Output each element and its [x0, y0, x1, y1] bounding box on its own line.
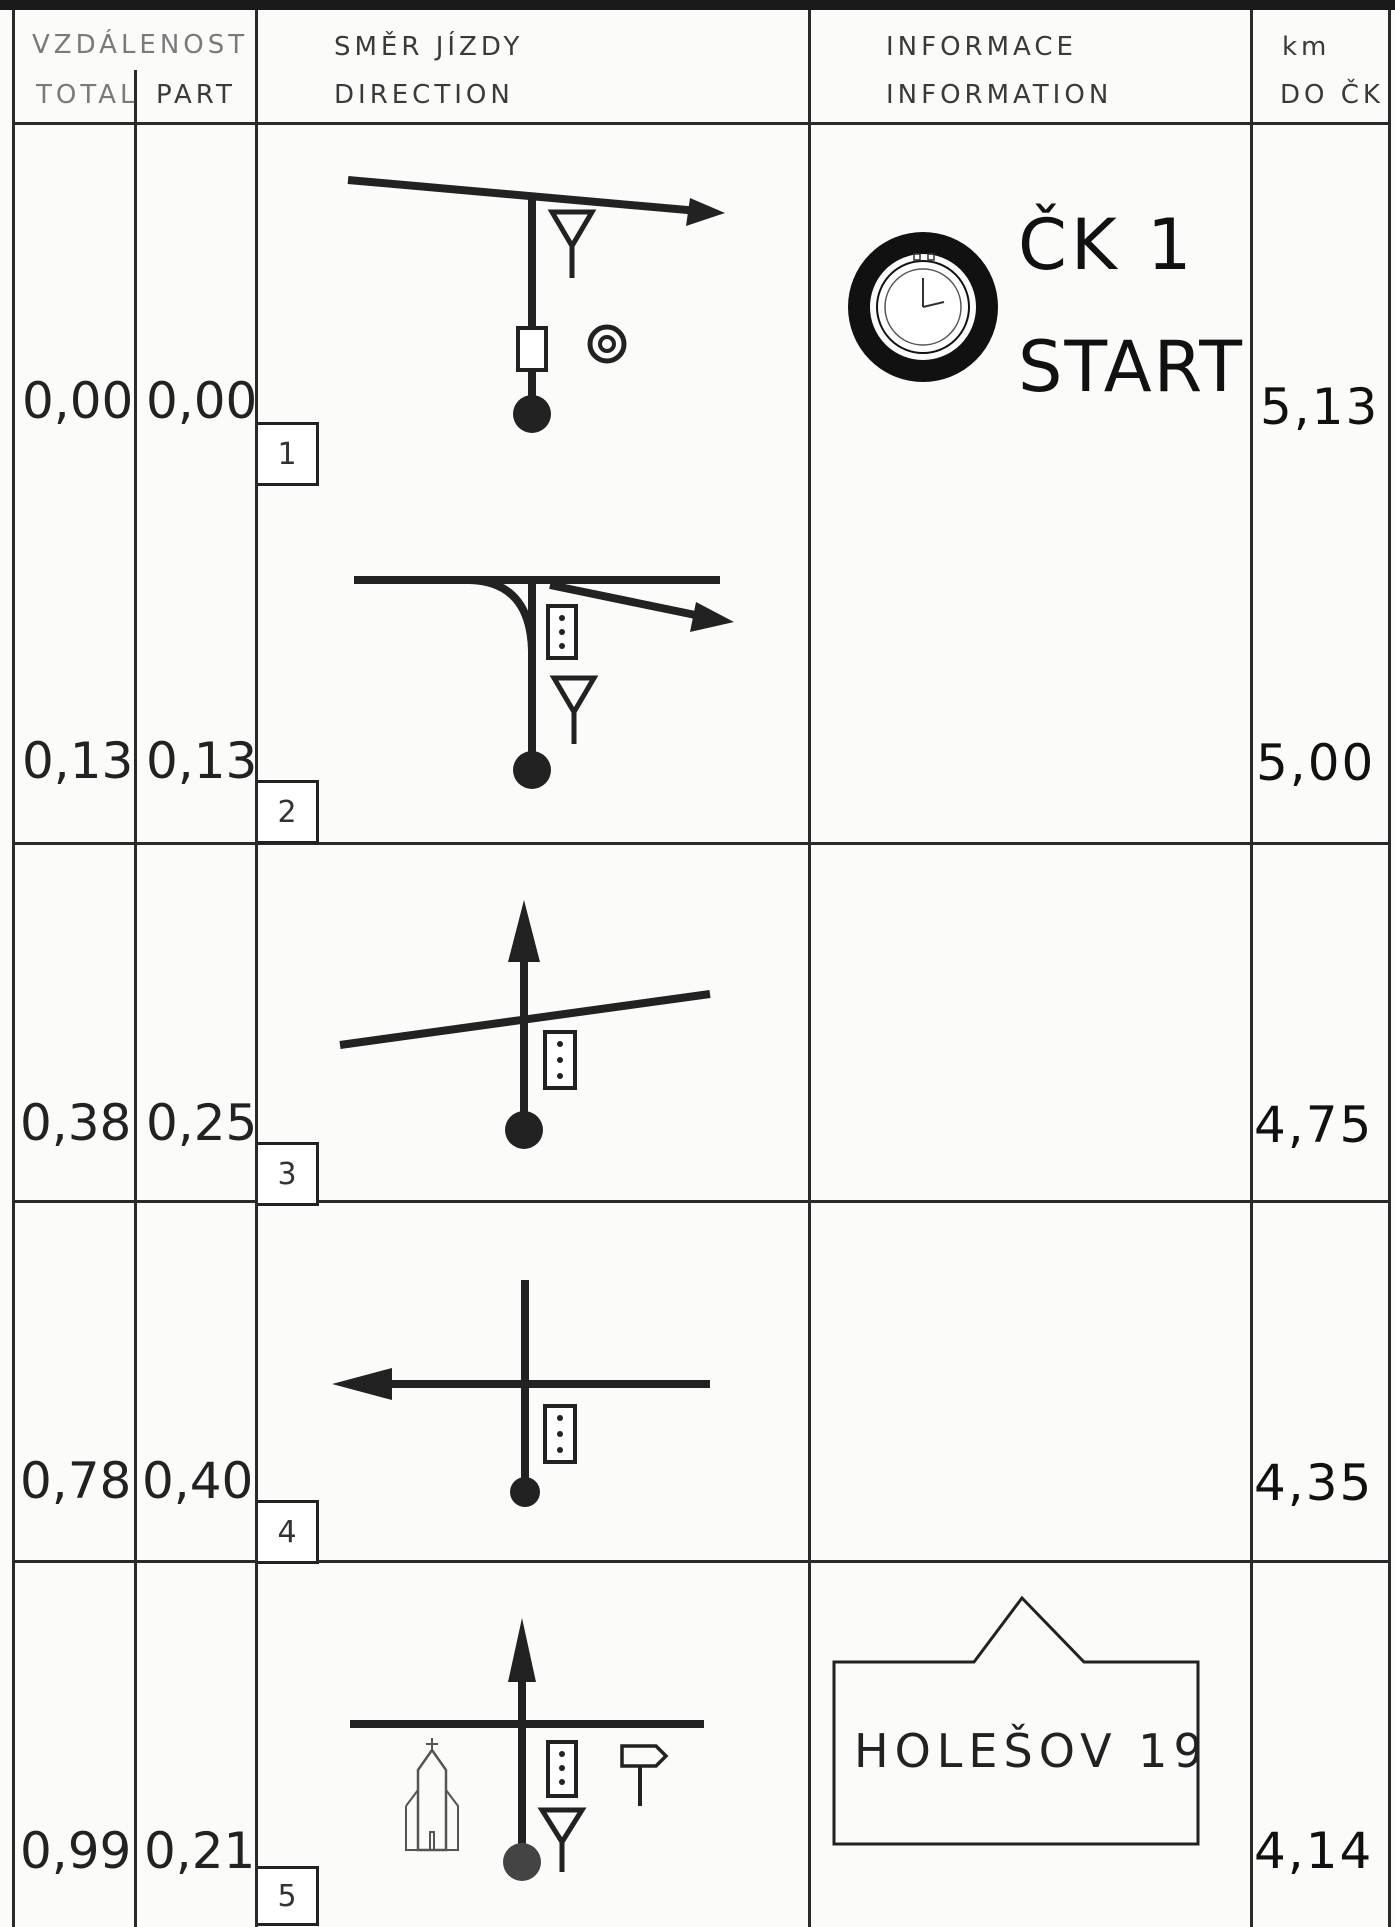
- checkpoint-label: ČK 1: [1018, 204, 1196, 286]
- row3-direction-diagram: [339, 900, 711, 1149]
- row2-part: 0,13: [146, 732, 258, 790]
- row5-part: 0,21: [144, 1822, 256, 1880]
- row1-part: 0,00: [146, 372, 258, 430]
- row1-step-number: 1: [258, 422, 319, 486]
- column-divider-part-direction: [255, 10, 258, 1927]
- row2-km: 5,00: [1256, 734, 1376, 792]
- fuel-station-icon: [549, 675, 599, 744]
- traffic-light-icon: [516, 326, 548, 372]
- top-border: [0, 0, 1395, 10]
- header-distance: VZDÁLENOST: [32, 30, 249, 60]
- column-divider-info-km: [1250, 10, 1253, 1927]
- town-sign-icon: [832, 1595, 1200, 1846]
- header-direction-cz: SMĚR JÍZDY: [334, 32, 524, 62]
- header-divider: [12, 122, 1390, 125]
- stopwatch-icon: [848, 232, 998, 382]
- row4-direction-diagram: [332, 1280, 710, 1507]
- row5-total: 0,99: [20, 1822, 132, 1880]
- row-divider-2-3: [12, 842, 1390, 845]
- header-km-to-ck: DO ČK: [1280, 80, 1384, 110]
- fuel-station-icon: [537, 1807, 587, 1872]
- traffic-light-icon: [543, 1030, 577, 1090]
- header-total: TOTAL: [36, 80, 139, 110]
- row1-km: 5,13: [1260, 378, 1380, 436]
- header-km: km: [1282, 32, 1331, 62]
- row2-direction-diagram: [354, 576, 734, 789]
- column-divider-right: [1388, 10, 1391, 1927]
- traffic-light-icon: [543, 1404, 577, 1464]
- header-direction-en: DIRECTION: [334, 80, 514, 110]
- column-divider-direction-info: [808, 10, 811, 1927]
- signpost-icon: [620, 1744, 669, 1806]
- row5-step-number: 5: [258, 1866, 319, 1926]
- start-label: START: [1018, 326, 1244, 408]
- row-divider-3-4: [12, 1200, 1390, 1203]
- traffic-light-icon: [546, 1740, 578, 1798]
- row2-total: 0,13: [22, 732, 134, 790]
- header-info-en: INFORMATION: [886, 80, 1113, 110]
- row4-step-number: 4: [258, 1500, 319, 1564]
- header-part: PART: [156, 80, 236, 110]
- row5-km: 4,14: [1254, 1822, 1374, 1880]
- row-divider-4-5: [12, 1560, 1390, 1563]
- row3-total: 0,38: [20, 1094, 132, 1152]
- column-divider-left: [12, 10, 15, 1927]
- column-divider-total-part: [134, 70, 137, 1927]
- row4-total: 0,78: [20, 1452, 132, 1510]
- target-icon: [587, 324, 627, 364]
- row4-km: 4,35: [1254, 1454, 1374, 1512]
- row3-step-number: 3: [258, 1142, 319, 1206]
- row4-part: 0,40: [142, 1452, 254, 1510]
- row3-km: 4,75: [1254, 1096, 1374, 1154]
- header-info-cz: INFORMACE: [886, 32, 1077, 62]
- church-icon: [405, 1738, 459, 1852]
- fuel-station-icon: [547, 209, 597, 278]
- row3-part: 0,25: [146, 1094, 258, 1152]
- town-sign-label: HOLEŠOV 19: [854, 1724, 1209, 1778]
- traffic-light-icon: [546, 604, 578, 660]
- row1-total: 0,00: [22, 372, 134, 430]
- row5-direction-diagram: [350, 1618, 704, 1881]
- row2-step-number: 2: [258, 780, 319, 844]
- row1-direction-diagram: [347, 176, 725, 433]
